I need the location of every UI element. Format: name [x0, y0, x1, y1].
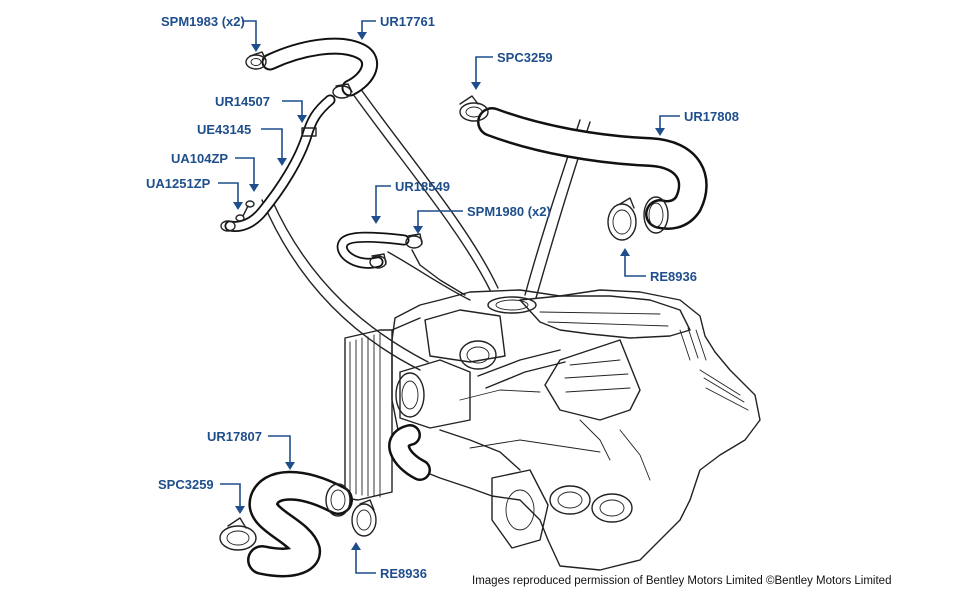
callout-labels: SPM1983 (x2) UR17761 SPC3259 UR17808 UR1… — [146, 14, 739, 581]
label-ua1251zp: UA1251ZP — [146, 176, 211, 191]
hose-ur17808 — [477, 107, 708, 234]
label-ur17761: UR17761 — [380, 14, 435, 29]
hose-ur17807 — [247, 470, 353, 578]
label-spm1983: SPM1983 (x2) — [161, 14, 245, 29]
pipe-ue43145 — [220, 94, 336, 232]
connecting-pipes — [261, 87, 591, 371]
clip-re8936-bottom — [351, 499, 377, 537]
label-ua104zp: UA104ZP — [171, 151, 228, 166]
bolt-and-washer — [235, 200, 255, 222]
label-ue43145: UE43145 — [197, 122, 251, 137]
callout-arrows — [218, 20, 680, 574]
label-ur17807: UR17807 — [207, 429, 262, 444]
clip-spm1980 — [369, 233, 423, 269]
label-ur17808: UR17808 — [684, 109, 739, 124]
hose-ur18549 — [336, 231, 410, 269]
lower-engine-hose — [388, 424, 431, 481]
label-re8936-bottom: RE8936 — [380, 566, 427, 581]
label-spm1980: SPM1980 (x2) — [467, 204, 551, 219]
label-ur14507: UR14507 — [215, 94, 270, 109]
clip-re8936-top — [607, 197, 637, 241]
clip-spm1983 — [245, 51, 353, 99]
label-spc3259-top: SPC3259 — [497, 50, 553, 65]
copyright-credit: Images reproduced permission of Bentley … — [472, 575, 892, 587]
clip-spc3259-top — [459, 95, 489, 122]
clip-spc3259-bottom — [219, 517, 257, 551]
engine-block — [344, 289, 761, 571]
label-ur18549: UR18549 — [395, 179, 450, 194]
label-spc3259-bottom: SPC3259 — [158, 477, 214, 492]
hose-ur17761 — [261, 37, 379, 97]
label-re8936-top: RE8936 — [650, 269, 697, 284]
